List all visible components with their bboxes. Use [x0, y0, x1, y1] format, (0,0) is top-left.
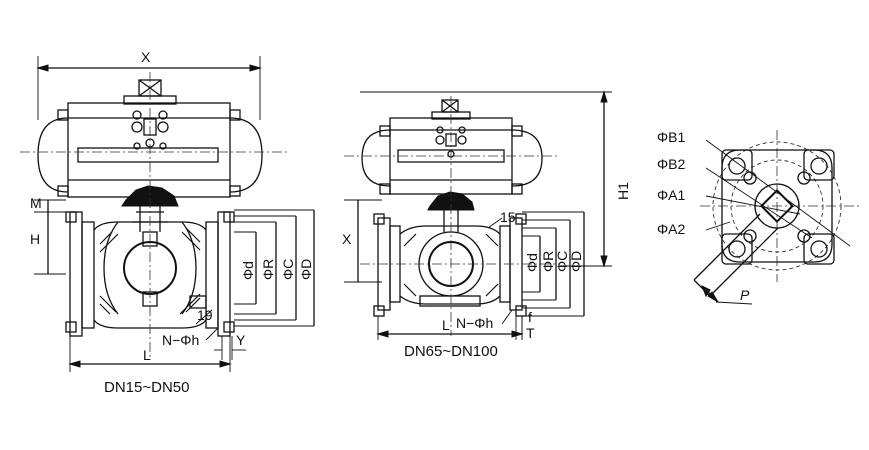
caption-dn65-dn100: DN65~DN100 [404, 343, 498, 360]
actuator-2 [361, 99, 543, 195]
l-dimension-label: L [143, 347, 151, 363]
phi-a2-label: ΦA2 [657, 221, 686, 237]
m-dimension-label: M [30, 195, 42, 211]
h-dimension-label: H [30, 231, 40, 247]
phi-r2-label: ΦR [540, 251, 556, 272]
l2-dimension-label: L [442, 317, 450, 333]
h1-dimension-label: H1 [615, 182, 631, 200]
t-dimension-label: T [526, 325, 535, 341]
caption-dn15-dn50: DN15~DN50 [104, 379, 189, 396]
p-dimension-label: P [740, 287, 750, 303]
phi-d2-label: Φd [524, 253, 540, 272]
n-phi-h2-label: N−Φh [456, 315, 493, 331]
actuator-1 [37, 79, 263, 198]
dim-19-label: 19 [197, 307, 213, 323]
phi-r-label: ΦR [260, 259, 276, 280]
x2-dimension-label: X [342, 231, 352, 247]
drawing-dn15-dn50: X [20, 49, 315, 396]
drawing-dn65-dn100: X H1 [342, 90, 631, 360]
diameter-dimensions-2 [522, 211, 585, 317]
diameter-dimensions-1 [234, 209, 315, 327]
phi-d-upper-label: ΦD [298, 259, 314, 280]
dim-15-label: 15 [500, 209, 516, 225]
n-phi-h-label: N−Φh [162, 332, 199, 348]
x-dimension-label: X [141, 49, 151, 65]
phi-d-upper2-label: ΦD [568, 251, 584, 272]
phi-b1-label: ΦB1 [657, 129, 686, 145]
phi-d-label: Φd [240, 261, 256, 280]
f-dimension-label: f [528, 309, 532, 325]
phi-b2-label: ΦB2 [657, 156, 686, 172]
valve-body-2 [373, 213, 527, 317]
phi-a1-label: ΦA1 [657, 187, 686, 203]
phi-c-label: ΦC [280, 259, 296, 280]
y-dimension-label: Y [236, 332, 246, 348]
phi-c2-label: ΦC [554, 251, 570, 272]
valve-body-1 [65, 211, 235, 337]
flange-top-view: P ΦB1 ΦB2 ΦA1 ΦA2 [657, 129, 862, 305]
